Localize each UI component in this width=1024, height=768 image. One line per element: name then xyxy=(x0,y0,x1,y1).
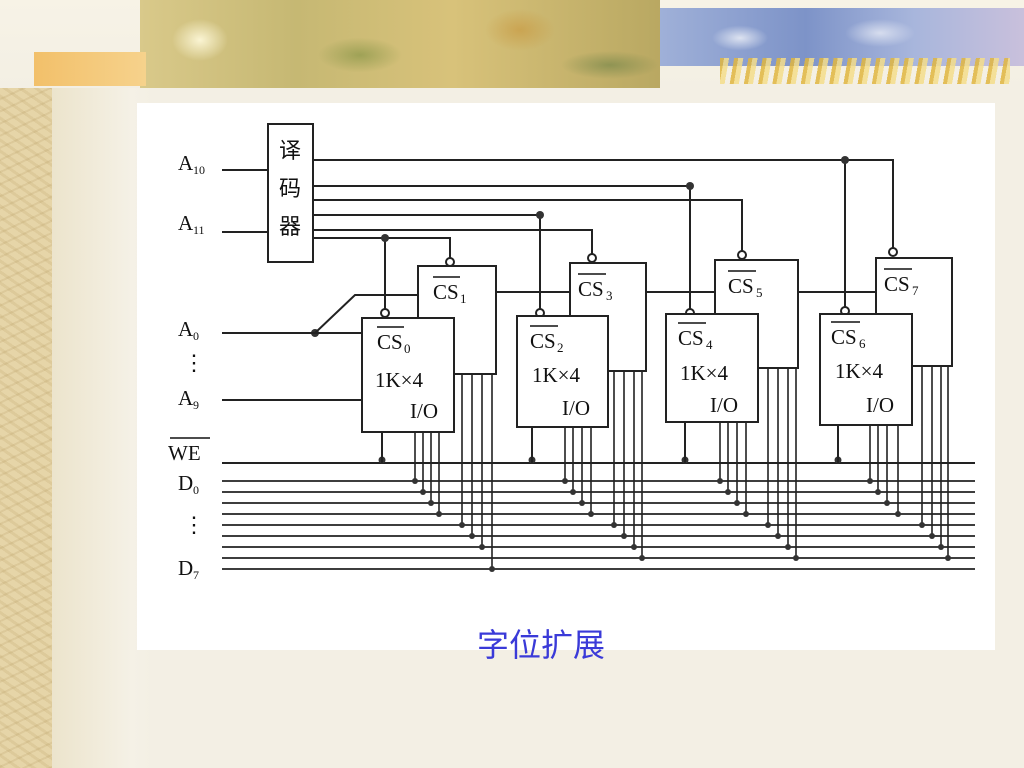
a9-sub: 9 xyxy=(193,398,199,412)
chip6-size: 1K×4 xyxy=(835,359,884,383)
chip0-size: 1K×4 xyxy=(375,368,424,392)
d0-sub: 0 xyxy=(193,483,199,497)
chip4-size: 1K×4 xyxy=(680,361,729,385)
cs3-sub: 3 xyxy=(606,288,613,303)
decoder-char-3: 器 xyxy=(279,214,301,239)
cs0-sub: 0 xyxy=(404,341,411,356)
decoder-char-1: 译 xyxy=(279,138,301,163)
chip2-io: I/O xyxy=(562,396,590,420)
cs3-label: CS xyxy=(578,277,604,301)
chip-cs2 xyxy=(516,315,609,428)
chip0-io: I/O xyxy=(410,399,438,423)
slide-caption: 字位扩展 xyxy=(477,626,606,664)
cs7-sub: 7 xyxy=(912,283,919,298)
cs6-label: CS xyxy=(831,325,857,349)
a0-bus-upper xyxy=(222,294,418,334)
parchment-fade xyxy=(52,0,152,768)
cs5-label: CS xyxy=(728,274,754,298)
a9-label: A xyxy=(178,386,194,410)
address-dots: ⋮ xyxy=(183,350,205,375)
we-label: WE xyxy=(168,441,201,465)
cs6-sub: 6 xyxy=(859,336,866,351)
chip-cs7 xyxy=(875,257,953,367)
chip-cs4 xyxy=(665,313,759,423)
cs2-sub: 2 xyxy=(557,340,564,355)
decor-leaves-image xyxy=(140,0,660,88)
a10-sub: 10 xyxy=(193,163,205,177)
d7-label: D xyxy=(178,556,193,580)
cs1-label: CS xyxy=(433,280,459,304)
decor-wheat-image xyxy=(720,58,1010,84)
cs0-label: CS xyxy=(377,330,403,354)
data-dots: ⋮ xyxy=(183,512,205,537)
chip-data-lines xyxy=(414,366,949,569)
decor-orange-block xyxy=(34,52,146,86)
a0-label: A xyxy=(178,317,194,341)
we-drops xyxy=(381,422,839,463)
chip-cs0 xyxy=(361,317,455,433)
chip-cs6 xyxy=(819,313,913,426)
cs5-sub: 5 xyxy=(756,285,763,300)
cs4-sub: 4 xyxy=(706,337,713,352)
cs7-label: CS xyxy=(884,272,910,296)
parchment-strip xyxy=(0,0,52,768)
decoder-output-lines xyxy=(313,159,894,310)
cs1-sub: 1 xyxy=(460,291,467,306)
a11-label: A xyxy=(178,211,194,235)
a11-sub: 11 xyxy=(193,223,205,237)
decor-flowers-image xyxy=(660,8,1024,66)
decoder-box xyxy=(267,123,314,263)
cs2-label: CS xyxy=(530,329,556,353)
a10-label: A xyxy=(178,151,194,175)
cs4-label: CS xyxy=(678,326,704,350)
decoder-char-2: 码 xyxy=(279,176,301,201)
chip6-io: I/O xyxy=(866,393,894,417)
chip4-io: I/O xyxy=(710,393,738,417)
data-junction-dots xyxy=(412,478,951,572)
a0-sub: 0 xyxy=(193,329,199,343)
d7-sub: 7 xyxy=(193,568,199,582)
chip2-size: 1K×4 xyxy=(532,363,581,387)
d0-label: D xyxy=(178,471,193,495)
data-bus xyxy=(222,480,975,570)
